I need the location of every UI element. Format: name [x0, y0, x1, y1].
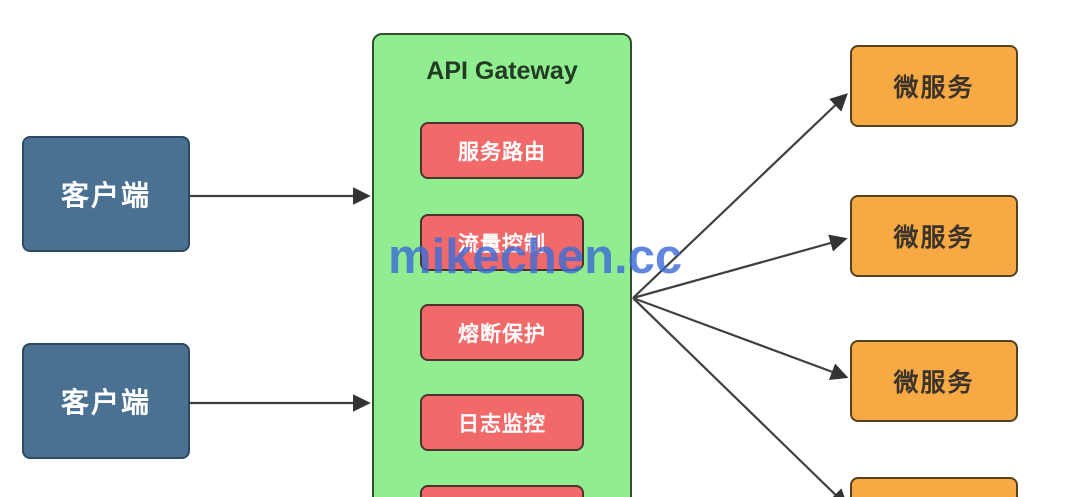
- gateway-feature-traffic-control-label: 流量控制: [458, 232, 546, 256]
- microservice-node-3-label: 微服务: [893, 369, 975, 397]
- microservice-node-4-cropped: [850, 477, 1018, 497]
- api-gateway-title: API Gateway: [426, 57, 578, 85]
- client-node-2-label: 客户端: [60, 387, 151, 418]
- gateway-feature-log-monitoring-label: 日志监控: [458, 412, 546, 436]
- gateway-feature-traffic-control: 流量控制: [420, 214, 584, 271]
- microservice-node-1-label: 微服务: [893, 74, 975, 102]
- arrow-gateway-to-service1: [632, 93, 848, 299]
- client-node-1: 客户端: [22, 136, 190, 252]
- api-gateway-container: API Gateway 服务路由 流量控制 熔断保护 日志监控: [372, 33, 632, 497]
- microservice-node-2: 微服务: [850, 195, 1018, 277]
- gateway-feature-log-monitoring: 日志监控: [420, 394, 584, 451]
- gateway-feature-circuit-breaker-label: 熔断保护: [458, 322, 546, 346]
- arrow-gateway-to-service2: [632, 234, 848, 300]
- gateway-feature-circuit-breaker: 熔断保护: [420, 304, 584, 361]
- gateway-feature-service-routing-label: 服务路由: [458, 140, 546, 164]
- microservice-node-3: 微服务: [850, 340, 1018, 422]
- arrow-gateway-to-service3: [632, 296, 849, 381]
- gateway-feature-service-routing: 服务路由: [420, 122, 584, 179]
- microservice-node-1: 微服务: [850, 45, 1018, 127]
- client-node-1-label: 客户端: [60, 180, 151, 211]
- client-node-2: 客户端: [22, 343, 190, 459]
- microservice-node-2-label: 微服务: [893, 224, 975, 252]
- gateway-feature-5-cropped: [420, 485, 584, 497]
- arrow-gateway-to-service4: [632, 297, 848, 497]
